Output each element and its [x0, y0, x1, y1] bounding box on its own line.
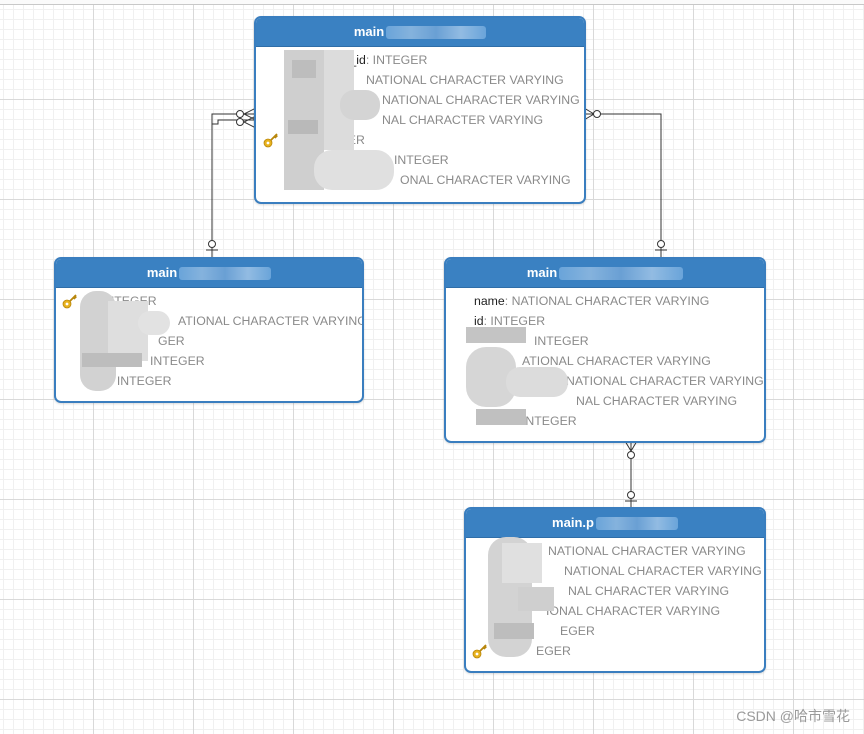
redacted-title [179, 267, 272, 281]
field-row[interactable]: NATIONAL CHARACTER VARYING [566, 374, 764, 388]
entity-right[interactable]: main name: NATIONAL CHARACTER VARYING id… [444, 257, 766, 443]
entity-top-title: main [353, 24, 385, 39]
redacted-title [595, 517, 678, 531]
field-row[interactable]: GER [158, 334, 185, 348]
connector-top-right [584, 113, 662, 257]
entity-bottom-rows: NATIONAL CHARACTER VARYING NATIONAL CHAR… [466, 538, 764, 661]
field-row[interactable]: id: INTEGER [474, 314, 546, 328]
entity-left[interactable]: main INTEGER ATIONAL CHARACTER VARYING G… [54, 257, 364, 403]
entity-bottom-title: main.p [552, 515, 594, 530]
entity-bottom-header[interactable]: main.p [466, 509, 764, 538]
entity-right-header[interactable]: main [446, 259, 764, 288]
field-row[interactable]: NATIONAL CHARACTER VARYING [564, 564, 762, 578]
entity-top-header[interactable]: main [256, 18, 584, 47]
field-row[interactable]: INTEGER [522, 414, 577, 428]
redacted-mosaic [488, 537, 558, 665]
redacted-mosaic [466, 327, 570, 427]
primary-key-icon [62, 294, 77, 309]
field-row[interactable]: NAL CHARACTER VARYING [568, 584, 730, 598]
field-row[interactable]: NATIONAL CHARACTER VARYING [366, 73, 564, 87]
entity-left-title: main [146, 265, 178, 280]
field-row[interactable]: INTEGER [534, 334, 589, 348]
field-row[interactable]: : INTEGER [110, 374, 172, 388]
field-row[interactable]: EGER [560, 624, 595, 638]
field-row[interactable]: ATIONAL CHARACTER VARYING [522, 354, 711, 368]
entity-left-header[interactable]: main [56, 259, 362, 288]
canvas-top-edge [0, 0, 864, 5]
field-row[interactable]: NAL CHARACTER VARYING [382, 113, 544, 127]
connector-top-left [211, 113, 256, 257]
redacted-mosaic [284, 50, 394, 190]
primary-key-icon [263, 133, 278, 148]
entity-right-title: main [526, 265, 558, 280]
redacted-title [559, 267, 684, 281]
field-row[interactable]: INTEGER [394, 153, 449, 167]
field-row[interactable]: NATIONAL CHARACTER VARYING [382, 93, 580, 107]
entity-left-rows: INTEGER ATIONAL CHARACTER VARYING GER IN… [56, 288, 362, 391]
field-row[interactable]: ATIONAL CHARACTER VARYING [178, 314, 364, 328]
entity-top[interactable]: main t_id: INTEGER NATIONAL CHARACTER VA… [254, 16, 586, 204]
entity-top-rows: t_id: INTEGER NATIONAL CHARACTER VARYING… [256, 47, 584, 190]
entity-bottom[interactable]: main.p NATIONAL CHARACTER VARYING NATION… [464, 507, 766, 673]
redacted-mosaic [78, 291, 174, 391]
field-row[interactable]: ONAL CHARACTER VARYING [400, 173, 571, 187]
redacted-title [386, 26, 487, 40]
field-row[interactable]: IONAL CHARACTER VARYING [546, 604, 721, 618]
field-row[interactable]: NATIONAL CHARACTER VARYING [548, 544, 746, 558]
field-row[interactable]: NAL CHARACTER VARYING [576, 394, 738, 408]
connector-top-left-2 [212, 119, 256, 125]
field-row[interactable]: EGER [466, 641, 764, 661]
watermark: CSDN @哈市雪花 [736, 708, 850, 724]
field-row[interactable]: name: NATIONAL CHARACTER VARYING [474, 294, 710, 308]
entity-right-rows: name: NATIONAL CHARACTER VARYING id: INT… [446, 288, 764, 431]
primary-key-icon [472, 644, 487, 659]
field-row[interactable]: INTEGER [150, 354, 205, 368]
